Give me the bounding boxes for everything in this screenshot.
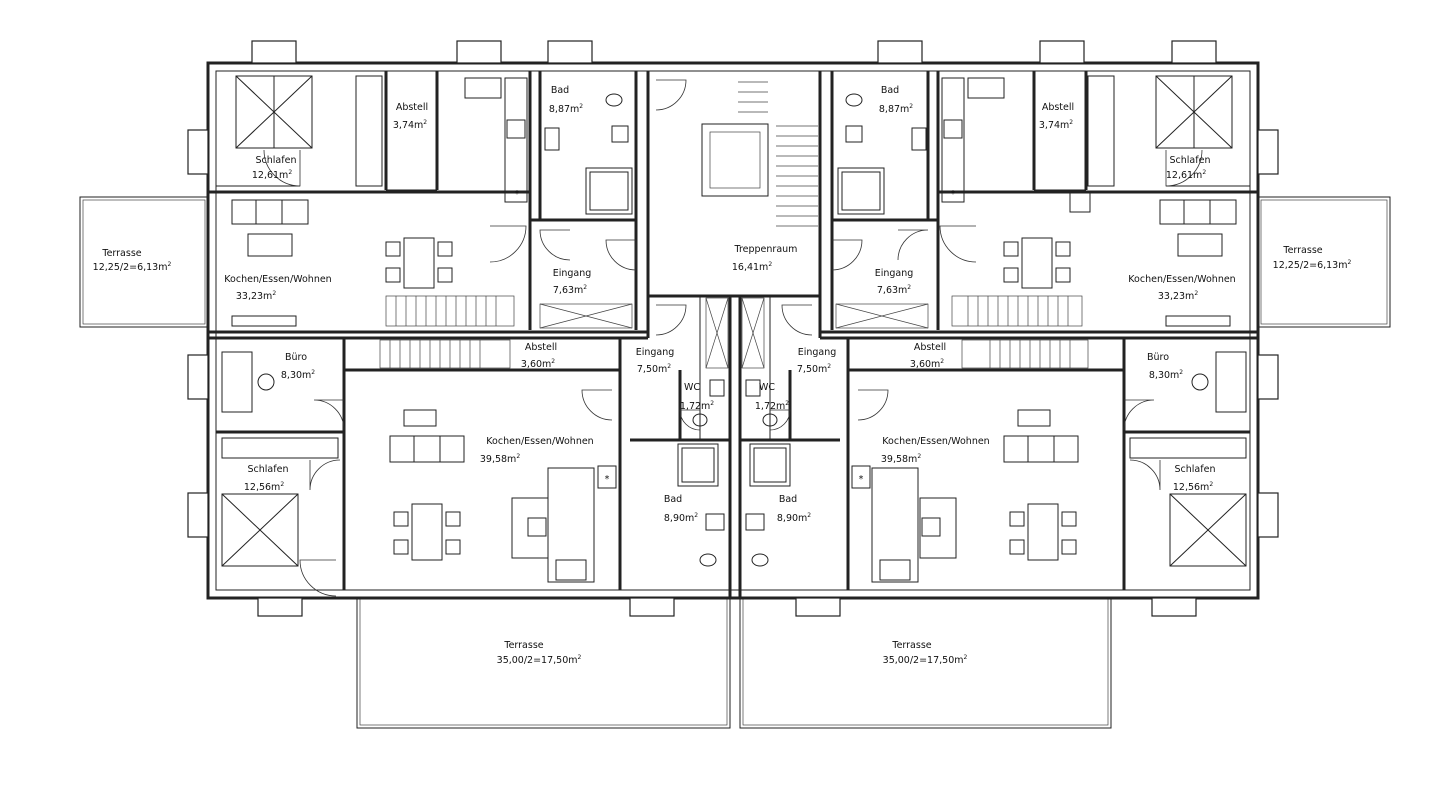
room-area-treppenraum: 16,41m2	[732, 261, 772, 273]
room-area-kew-tr: 33,23m2	[1158, 290, 1198, 302]
room-name-abstell-tl: Abstell	[396, 102, 428, 113]
entrance-shafts	[539, 297, 929, 369]
bed-bottom-left	[221, 437, 339, 567]
room-area-bad-tl: 8,87m2	[549, 103, 583, 115]
room-name-kew-bl: Kochen/Essen/Wohnen	[486, 436, 593, 447]
room-name-schlafen-tl: Schlafen	[256, 155, 297, 166]
room-area-terrasse-br: 35,00/2=17,50m2	[883, 654, 968, 666]
room-name-abstell-bl: Abstell	[525, 342, 557, 353]
room-area-eingang-tr: 7,63m2	[877, 284, 911, 296]
room-area-abstell-bl: 3,60m2	[521, 358, 555, 370]
room-name-eingang-br: Eingang	[798, 347, 837, 358]
room-name-terrasse-bl: Terrasse	[503, 640, 543, 651]
room-area-kew-tl: 33,23m2	[236, 290, 276, 302]
room-name-kew-br: Kochen/Essen/Wohnen	[882, 436, 989, 447]
room-area-kew-bl: 39,58m2	[480, 453, 520, 465]
room-area-eingang-br: 7,50m2	[797, 363, 831, 375]
furniture	[221, 75, 1247, 583]
room-area-terrasse-r: 12,25/2=6,13m2	[1273, 259, 1352, 271]
office-bottom-right	[1191, 351, 1247, 413]
room-name-abstell-br: Abstell	[914, 342, 946, 353]
room-name-bad-tl: Bad	[551, 85, 569, 96]
star-mark-bottom-left: *	[605, 474, 610, 485]
room-name-kew-tl: Kochen/Essen/Wohnen	[224, 274, 331, 285]
room-area-schlafen-tr: 12,61m2	[1166, 169, 1206, 181]
room-name-kew-tr: Kochen/Essen/Wohnen	[1128, 274, 1235, 285]
bath-bottom-left	[677, 379, 725, 567]
room-area-eingang-tl: 7,63m2	[553, 284, 587, 296]
room-name-eingang-tr: Eingang	[875, 268, 914, 279]
stair-bottom-left	[379, 339, 511, 369]
room-area-terrasse-l: 12,25/2=6,13m2	[93, 261, 172, 273]
star-mark-bottom-right: *	[859, 474, 864, 485]
living-top-left	[231, 199, 453, 327]
room-name-wc-br: WC	[759, 382, 775, 393]
room-area-bad-tr: 8,87m2	[879, 103, 913, 115]
doors	[263, 79, 1203, 597]
star-symbols: * * * *	[515, 189, 956, 485]
room-area-eingang-bl: 7,50m2	[637, 363, 671, 375]
interior-walls	[208, 71, 1258, 598]
bath-top-left	[544, 93, 633, 215]
kitchen-top-left	[464, 77, 528, 203]
room-area-bad-br: 8,90m2	[777, 512, 811, 524]
bed-top-right	[1087, 75, 1233, 187]
bed-top-left	[235, 75, 383, 187]
room-area-abstell-tr: 3,74m2	[1039, 119, 1073, 131]
room-area-wc-br: 1,72m2	[755, 400, 789, 412]
stair-top-left	[385, 295, 515, 327]
room-area-kew-br: 39,58m2	[881, 453, 921, 465]
star-mark-top-right: *	[951, 189, 956, 200]
room-name-buero-br: Büro	[1147, 352, 1169, 363]
stair-bottom-right	[961, 339, 1089, 369]
room-name-eingang-bl: Eingang	[636, 347, 675, 358]
windows	[187, 40, 1279, 617]
living-bottom-left	[389, 409, 617, 583]
room-name-treppenraum: Treppenraum	[734, 244, 798, 255]
room-area-schlafen-tl: 12,61m2	[252, 169, 292, 181]
room-area-schlafen-bl: 12,56m2	[244, 481, 284, 493]
room-area-abstell-tl: 3,74m2	[393, 119, 427, 131]
room-area-buero-br: 8,30m2	[1149, 369, 1183, 381]
room-area-terrasse-bl: 35,00/2=17,50m2	[497, 654, 582, 666]
room-name-abstell-tr: Abstell	[1042, 102, 1074, 113]
office-bottom-left	[221, 351, 275, 413]
room-labels: Schlafen 12,61m2 Abstell 3,74m2 Bad 8,87…	[93, 85, 1352, 666]
bath-top-right	[837, 93, 927, 215]
room-area-buero-bl: 8,30m2	[281, 369, 315, 381]
room-name-terrasse-r: Terrasse	[1282, 245, 1322, 256]
room-area-abstell-br: 3,60m2	[910, 358, 944, 370]
room-name-bad-tr: Bad	[881, 85, 899, 96]
room-name-buero-bl: Büro	[285, 352, 307, 363]
room-name-schlafen-tr: Schlafen	[1170, 155, 1211, 166]
room-name-terrasse-br: Terrasse	[891, 640, 931, 651]
bed-bottom-right	[1129, 437, 1247, 567]
room-name-eingang-tl: Eingang	[553, 268, 592, 279]
room-area-wc-bl: 1,72m2	[680, 400, 714, 412]
room-name-schlafen-br: Schlafen	[1175, 464, 1216, 475]
room-area-bad-bl: 8,90m2	[664, 512, 698, 524]
room-name-terrasse-l: Terrasse	[101, 248, 141, 259]
stair-top-right	[951, 295, 1083, 327]
room-name-bad-br: Bad	[779, 494, 797, 505]
star-mark-top-left: *	[515, 189, 520, 200]
living-top-right	[1003, 199, 1237, 327]
central-stair-treads	[738, 81, 818, 227]
room-name-bad-bl: Bad	[664, 494, 682, 505]
room-name-wc-bl: WC	[684, 382, 700, 393]
room-name-schlafen-bl: Schlafen	[248, 464, 289, 475]
bath-bottom-right	[745, 379, 791, 567]
room-area-schlafen-br: 12,56m2	[1173, 481, 1213, 493]
stairs	[379, 81, 1089, 369]
living-bottom-right	[851, 409, 1079, 583]
kitchen-top-right	[941, 77, 1091, 213]
